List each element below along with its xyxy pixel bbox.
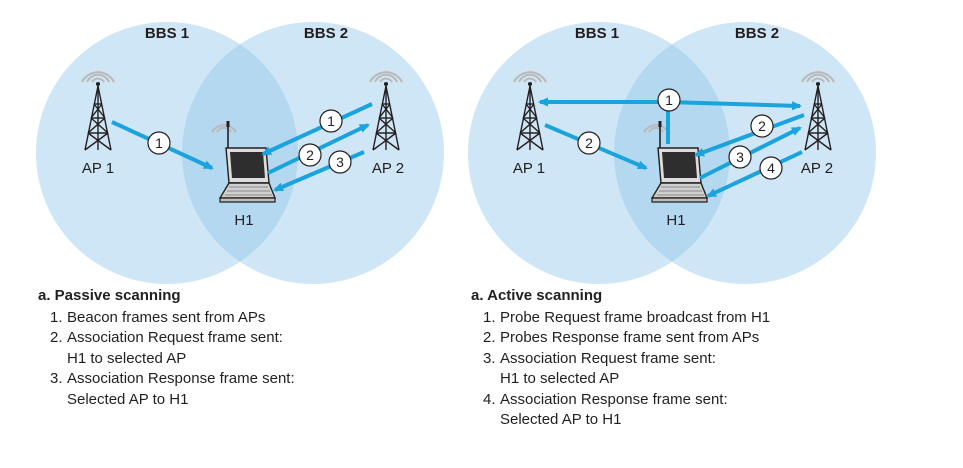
list-item: 1. Beacon frames sent from APs — [38, 308, 458, 329]
step-number: 3. — [50, 370, 63, 387]
svg-text:3: 3 — [336, 154, 344, 170]
beacon-arrow-ap2 — [261, 102, 373, 156]
step-text-line: Association Request frame sent: — [500, 349, 716, 367]
step-marker: 3 — [328, 150, 352, 174]
step-text-line: Probe Request frame broadcast from H1 — [500, 308, 771, 326]
list-item: 3. Association Response frame sent: Sele… — [38, 369, 458, 410]
step-number: 4. — [483, 390, 496, 408]
step-text-line: Association Response frame sent: — [67, 370, 295, 387]
bbs1-label: BBS 1 — [575, 25, 619, 42]
svg-text:2: 2 — [306, 147, 314, 163]
step-text: Beacon frames sent from APs — [67, 308, 265, 329]
step-text: Probes Response frame sent from APs — [500, 328, 759, 349]
step-text-line: Association Request frame sent: — [67, 329, 283, 346]
step-marker: 3 — [728, 145, 752, 169]
h1-label: H1 — [666, 212, 685, 229]
svg-text:1: 1 — [665, 92, 673, 108]
bbs1-label: BBS 1 — [145, 25, 189, 42]
ap1-label: AP 1 — [82, 160, 114, 177]
step-marker: 1 — [147, 131, 171, 155]
step-number: 2. — [483, 329, 496, 346]
list-item: 4. Association Response frame sent: Sele… — [471, 390, 931, 431]
active-panel: BBS 1 BBS 2 AP 1 AP 2 H1 1 2 — [468, 22, 876, 284]
ap2-label: AP 2 — [801, 160, 833, 177]
step-marker: 2 — [750, 114, 774, 138]
svg-text:1: 1 — [327, 113, 335, 129]
caption-title: a. Active scanning — [471, 287, 603, 304]
step-number: 1. — [50, 308, 63, 326]
step-list: 1. Beacon frames sent from APs 2. Associ… — [38, 308, 458, 411]
bbs-overlap — [182, 22, 298, 284]
step-text: Probe Request frame broadcast from H1 — [500, 308, 770, 329]
step-text-line: Beacon frames sent from APs — [67, 308, 266, 326]
svg-text:2: 2 — [758, 118, 766, 134]
step-text-line: Probes Response frame sent from APs — [500, 329, 760, 346]
step-text-line: H1 to selected AP — [500, 370, 620, 387]
probe-request-arrow-ap2 — [667, 100, 802, 111]
step-text-line: H1 to selected AP — [67, 349, 187, 367]
step-text: Association Response frame sent: Selecte… — [500, 390, 728, 431]
step-marker: 1 — [657, 88, 681, 112]
step-marker: 1 — [319, 109, 343, 133]
active-caption: a. Active scanning 1. Probe Request fram… — [471, 286, 931, 431]
svg-text:4: 4 — [767, 160, 775, 176]
svg-text:2: 2 — [585, 135, 593, 151]
step-text-line: Selected AP to H1 — [500, 411, 622, 428]
svg-text:3: 3 — [736, 149, 744, 165]
bbs2-label: BBS 2 — [304, 25, 348, 42]
step-number: 2. — [50, 329, 63, 346]
step-marker: 2 — [298, 143, 322, 167]
step-text-line: Selected AP to H1 — [67, 390, 189, 408]
passive-caption: a. Passive scanning 1. Beacon frames sen… — [38, 286, 458, 410]
step-text: Association Request frame sent: H1 to se… — [67, 328, 283, 369]
list-item: 3. Association Request frame sent: H1 to… — [471, 349, 931, 390]
bbs2-label: BBS 2 — [735, 25, 779, 42]
passive-panel: BBS 1 BBS 2 AP 1 AP 2 H1 1 1 2 — [36, 22, 444, 284]
list-item: 1. Probe Request frame broadcast from H1 — [471, 308, 931, 329]
step-text-line: Association Response frame sent: — [500, 390, 728, 408]
laptop-icon — [211, 120, 276, 203]
list-item: 2. Probes Response frame sent from APs — [471, 328, 931, 349]
caption-title: a. Passive scanning — [38, 287, 181, 304]
step-marker: 4 — [759, 156, 783, 180]
ap1-label: AP 1 — [513, 160, 545, 177]
svg-text:1: 1 — [155, 135, 163, 151]
bbs-overlap — [614, 22, 730, 284]
step-number: 1. — [483, 308, 496, 326]
step-list: 1. Probe Request frame broadcast from H1… — [471, 308, 931, 431]
step-text: Association Request frame sent: H1 to se… — [500, 349, 716, 390]
association-response-arrow — [706, 150, 803, 198]
step-marker: 2 — [577, 131, 601, 155]
step-text: Association Response frame sent: Selecte… — [67, 369, 295, 410]
h1-label: H1 — [234, 212, 253, 229]
ap2-label: AP 2 — [372, 160, 404, 177]
probe-response-arrow-ap2 — [694, 113, 805, 157]
list-item: 2. Association Request frame sent: H1 to… — [38, 328, 458, 369]
step-number: 3. — [483, 349, 496, 367]
